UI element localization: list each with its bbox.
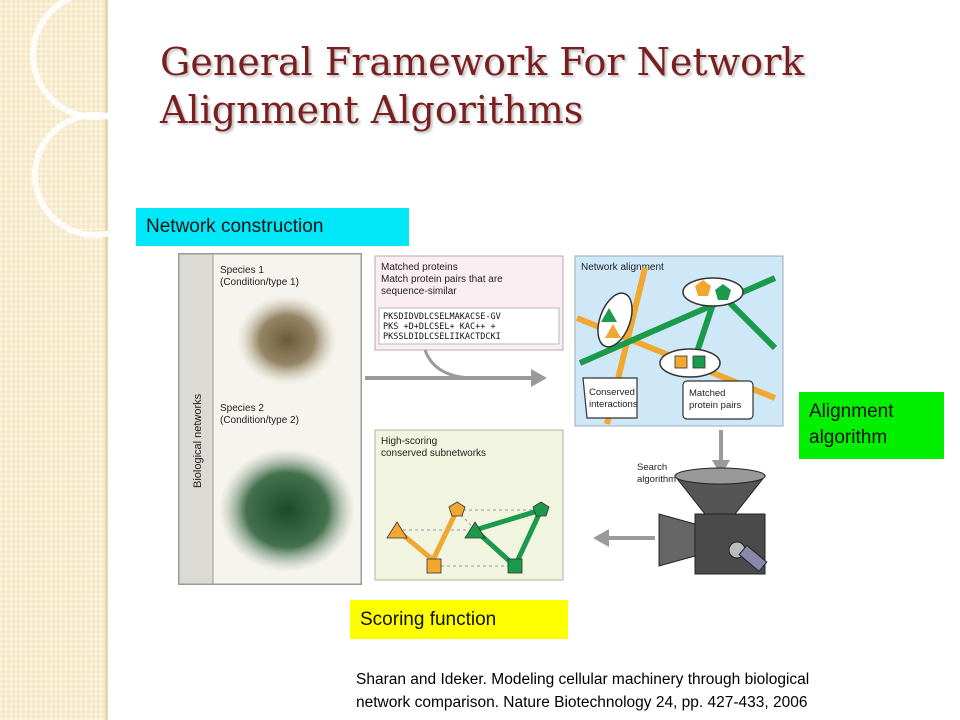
alignment-algorithm-label: Alignment algorithm: [799, 392, 944, 459]
title-line-2: Alignment Algorithms: [160, 88, 584, 132]
search-algorithm-line2: algorithm: [637, 474, 676, 485]
alignment-label-line-1: Alignment: [809, 401, 894, 422]
matched-proteins-panel: Matched proteins Match protein pairs tha…: [374, 255, 564, 351]
biological-networks-label: Biological networks: [192, 393, 204, 488]
species1-network-blob: [237, 295, 337, 385]
network-alignment-panel: Network alignment Conserved interactions…: [574, 255, 784, 427]
species2-condition: (Condition/type 2): [220, 415, 299, 426]
matched-proteins-sub1: Match protein pairs that are: [381, 274, 503, 285]
decorative-circles: [30, 0, 160, 238]
slide-title: General Framework For Network Alignment …: [160, 38, 920, 134]
decorative-sidebar: [0, 0, 105, 720]
matched-proteins-sub2: sequence-similar: [381, 286, 457, 297]
high-scoring-line2: conserved subnetworks: [381, 448, 486, 459]
search-algorithm-line1: Search: [637, 462, 667, 473]
conserved-interactions-line1: Conserved: [589, 387, 635, 398]
species1-label: Species 1: [220, 265, 264, 276]
sidebar-edge: [105, 0, 108, 720]
matched-pairs-line1: Matched: [689, 388, 725, 399]
biological-networks-panel: Biological networks Species 1 (Condition…: [178, 253, 362, 585]
citation-line-2: network comparison. Nature Biotechnology…: [356, 694, 808, 711]
search-algorithm-machine: Search algorithm: [637, 462, 768, 575]
high-scoring-line1: High-scoring: [381, 436, 437, 447]
title-line-1: General Framework For Network: [160, 40, 805, 84]
network-construction-label: Network construction: [136, 208, 409, 246]
matched-pairs-line2: protein pairs: [689, 400, 742, 411]
alignment-label-line-2: algorithm: [809, 427, 888, 448]
citation: Sharan and Ideker. Modeling cellular mac…: [356, 668, 931, 714]
network-alignment-title: Network alignment: [581, 262, 664, 273]
high-scoring-panel: High-scoring conserved subnetworks: [374, 429, 564, 581]
species1-condition: (Condition/type 1): [220, 277, 299, 288]
sequence-line-1: PKSDIDVDLCSELMAKACSE-GV: [383, 312, 501, 322]
matched-proteins-title: Matched proteins: [381, 262, 458, 273]
sequence-line-3: PKSSLDIDLCSELIIKACTDCKI: [383, 332, 501, 342]
sequence-line-2: PKS +D+DLCSEL+ KAC++ +: [383, 322, 496, 332]
arrow-to-alignment: [365, 349, 547, 387]
network-alignment-figure: Biological networks Species 1 (Condition…: [178, 253, 784, 585]
conserved-interactions-line2: interactions: [589, 399, 638, 410]
species2-label: Species 2: [220, 403, 264, 414]
species2-network-blob: [219, 448, 355, 572]
arrow-to-subnetworks: [593, 529, 655, 547]
scoring-function-label: Scoring function: [350, 600, 568, 639]
citation-line-1: Sharan and Ideker. Modeling cellular mac…: [356, 671, 810, 688]
